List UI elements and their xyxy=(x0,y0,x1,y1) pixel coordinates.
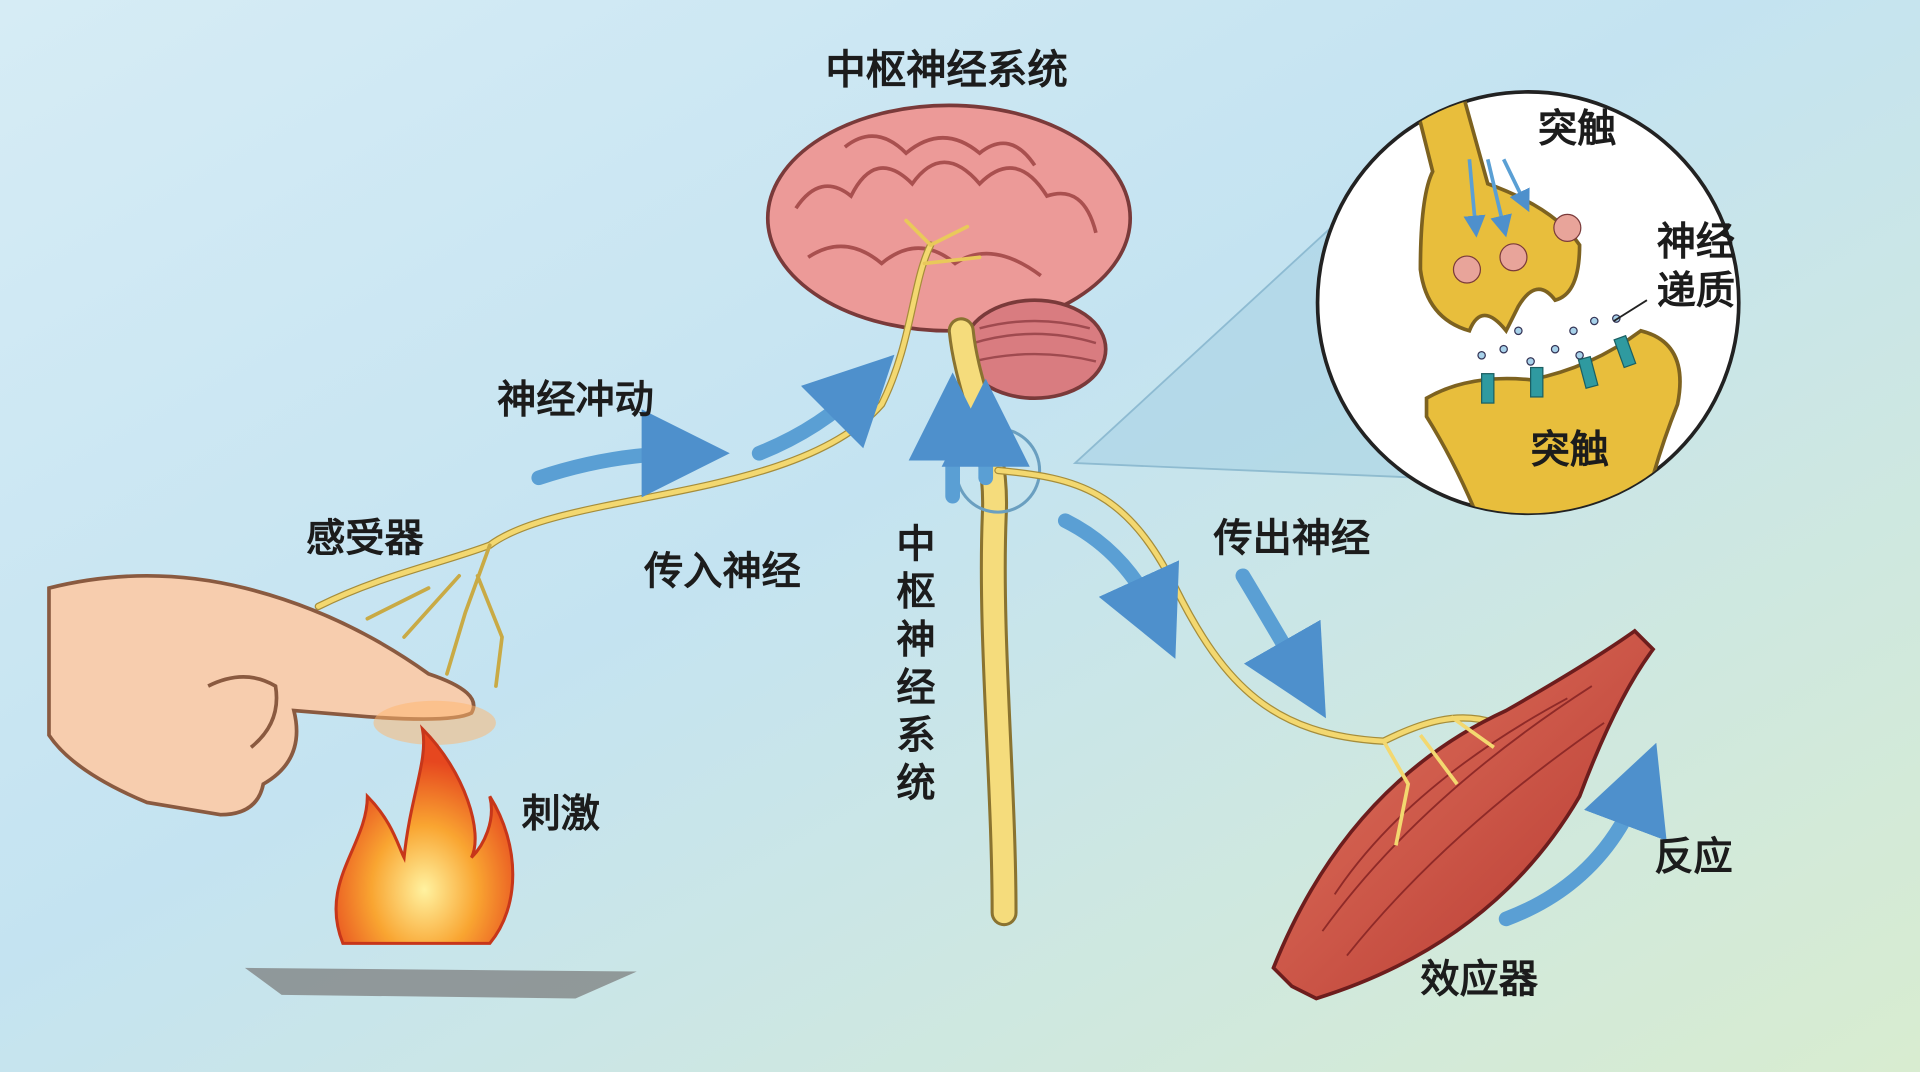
stimulus-label: 刺激 xyxy=(522,792,600,837)
cns-char: 系 xyxy=(896,714,935,759)
effector-label: 效应器 xyxy=(1420,957,1538,1002)
muscle-illustration xyxy=(1271,628,1656,1005)
synapse-bottom-label: 突触 xyxy=(1531,428,1609,473)
cns-char: 统 xyxy=(896,761,935,806)
arrow-icon xyxy=(531,409,730,498)
cns-char: 枢 xyxy=(896,570,935,615)
cns-char: 神 xyxy=(896,618,935,663)
diagram-title: 中枢神经系统 xyxy=(825,45,1067,93)
efferent-nerve-fiber xyxy=(994,466,1498,745)
impulse-arrows xyxy=(531,354,1667,927)
afferent-nerve-label: 传入神经 xyxy=(643,549,801,594)
neurotransmitter-label-line2: 递质 xyxy=(1657,269,1735,314)
arrow-icon xyxy=(751,354,895,461)
cns-vertical-label: 中 枢 神 经 系 统 xyxy=(896,522,935,806)
arrow-icon xyxy=(1498,742,1667,927)
neurotransmitter-label-line1: 神经 xyxy=(1657,220,1735,265)
arrow-icon xyxy=(1235,568,1326,719)
synapse-inset: 突触 神经 递质 突触 xyxy=(1315,90,1741,516)
efferent-nerve-label: 传出神经 xyxy=(1212,516,1370,561)
response-label: 反应 xyxy=(1654,835,1732,880)
cns-char: 经 xyxy=(896,666,935,711)
fire-illustration xyxy=(244,700,637,999)
arrow-icon xyxy=(1057,513,1180,659)
receptor-label: 感受器 xyxy=(306,516,424,561)
synapse-top-label: 突触 xyxy=(1538,107,1616,152)
cns-char: 中 xyxy=(896,522,935,567)
brain-illustration xyxy=(765,103,1133,401)
nerve-impulse-label: 神经冲动 xyxy=(497,378,654,423)
